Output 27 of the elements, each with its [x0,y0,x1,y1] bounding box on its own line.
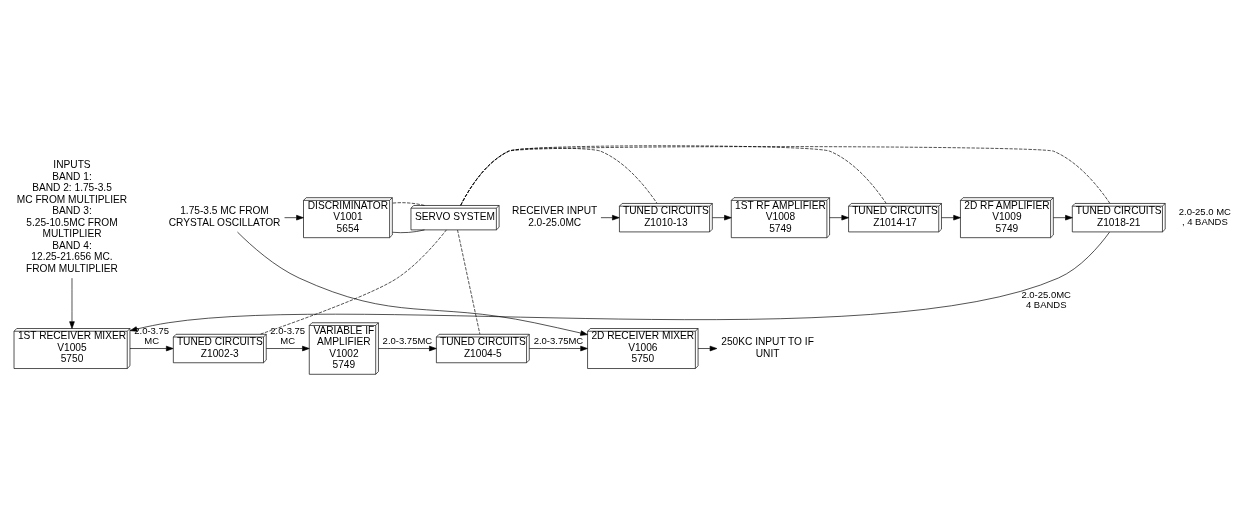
connector [392,202,425,206]
arrow [69,277,75,329]
edge-label: 2.0-3.75 MC [134,324,170,346]
edge-label: 2.0-3.75 MC [270,324,306,346]
arrow [129,345,174,352]
node-text: RECEIVER INPUT 2.0-25.0MC [512,205,598,228]
connector [392,229,425,233]
arrow [600,214,620,221]
arrow [829,214,849,221]
node-text: INPUTS BAND 1: BAND 2: 1.75-3.5 MC FROM MULTIPLIER BAND 3: 5.25-10.5MC FROM MULTIPLIER BAND 4: 12.25-21.656 MC. FROM MULTIPLIER [16,159,128,274]
arrow [1053,214,1073,221]
arrow [378,345,437,352]
node-text: 250KC INPUT TO IF UNIT [721,336,814,359]
arrow [712,214,732,221]
arrow [697,345,718,352]
connector [457,229,481,335]
arrow [266,345,310,352]
arrow [237,231,588,336]
arrow [529,345,588,352]
edge-label: 2.0-25.0MC 4 BANDS [1021,288,1071,310]
arrow [284,214,304,221]
arrow [941,214,961,221]
edge-label: 2.0-3.75MC [382,334,433,346]
label: 2.0-25.0 MC , 4 BANDS [1178,206,1231,228]
node-text: 1.75-3.5 MC FROM CRYSTAL OSCILLATOR [168,205,281,228]
edge-label: 2.0-3.75MC [533,334,584,346]
connector [259,229,447,335]
